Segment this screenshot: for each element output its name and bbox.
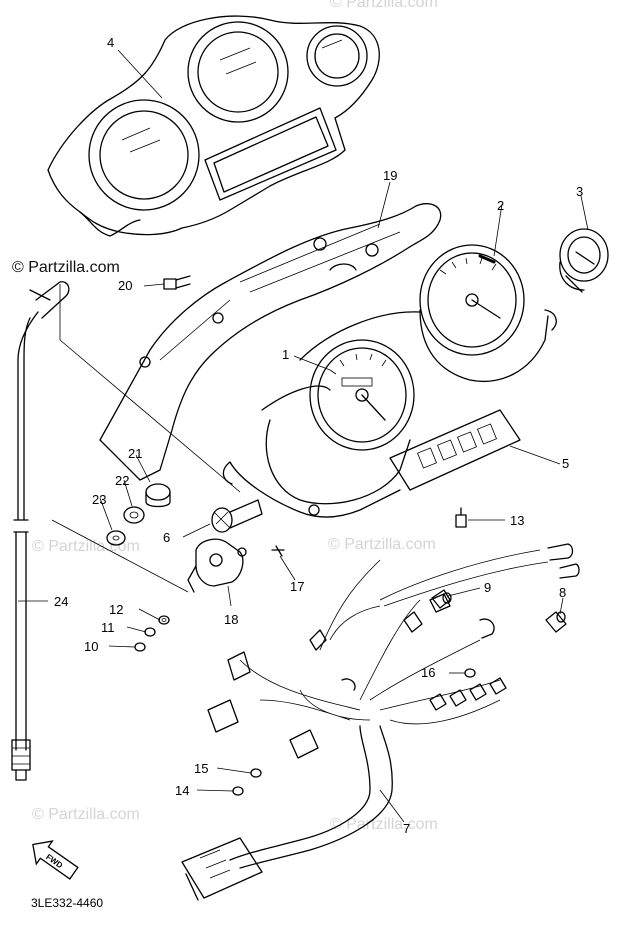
screw-13 [455,507,467,528]
screw-16 [464,668,476,678]
gear-unit-18 [187,538,247,593]
callout-labels: 4 19 2 3 20 1 21 5 22 23 6 13 17 9 8 24 … [54,35,583,836]
callout-5: 5 [562,456,569,471]
callout-21: 21 [128,446,142,461]
diagram-reference-code: 3LE332-4460 [31,896,104,910]
washer-11 [144,627,156,637]
screw-14 [232,786,244,796]
meter-bracket-part [99,203,442,481]
callout-12: 12 [109,602,123,617]
tachometer-part [419,244,557,382]
bulb-8 [545,611,567,633]
watermark-brand: © Partzilla.com [12,259,120,276]
callout-10: 10 [84,639,98,654]
watermark-mid-left: © Partzilla.com [32,538,140,555]
screw-15 [250,768,262,778]
screw-20 [163,275,191,290]
forward-arrow-icon: FWD [32,840,79,880]
washer-22 [123,506,145,524]
callout-22: 22 [115,473,129,488]
speedometer-part [261,311,421,505]
callout-3: 3 [576,184,583,199]
callout-14: 14 [175,783,189,798]
wire-harness-7 [181,543,580,901]
callout-16: 16 [421,665,435,680]
watermark-bottom-right: © Partzilla.com [330,816,438,833]
indicator-panel-part [389,409,521,491]
meter-housing-part [222,461,401,518]
speedometer-cable-24 [11,281,70,781]
callout-17: 17 [290,579,304,594]
callout-19: 19 [383,168,397,183]
watermark-top: © Partzilla.com [330,0,438,11]
callout-9: 9 [484,580,491,595]
collar-23 [106,530,126,546]
screw-17 [271,545,285,557]
callout-11: 11 [101,620,115,635]
callout-18: 18 [224,612,238,627]
meter-cover-part [47,15,380,237]
screw-10 [134,642,146,652]
callout-7: 7 [403,821,410,836]
callout-6: 6 [163,530,170,545]
watermark-bottom-left: © Partzilla.com [32,806,140,823]
callout-13: 13 [510,513,524,528]
callout-23: 23 [92,492,106,507]
washer-12 [158,615,170,625]
callout-20: 20 [118,278,132,293]
callout-8: 8 [559,585,566,600]
gear-6 [211,499,263,533]
leader-lines [18,49,589,823]
callout-24: 24 [54,594,68,609]
sensor-unit-part [559,228,609,293]
callout-15: 15 [194,761,208,776]
watermark-mid-right: © Partzilla.com [328,536,436,553]
callout-4: 4 [107,35,114,50]
grommet-21 [145,483,171,508]
bulb-socket-9 [429,592,452,613]
callout-1: 1 [282,347,289,362]
callout-2: 2 [497,198,504,213]
